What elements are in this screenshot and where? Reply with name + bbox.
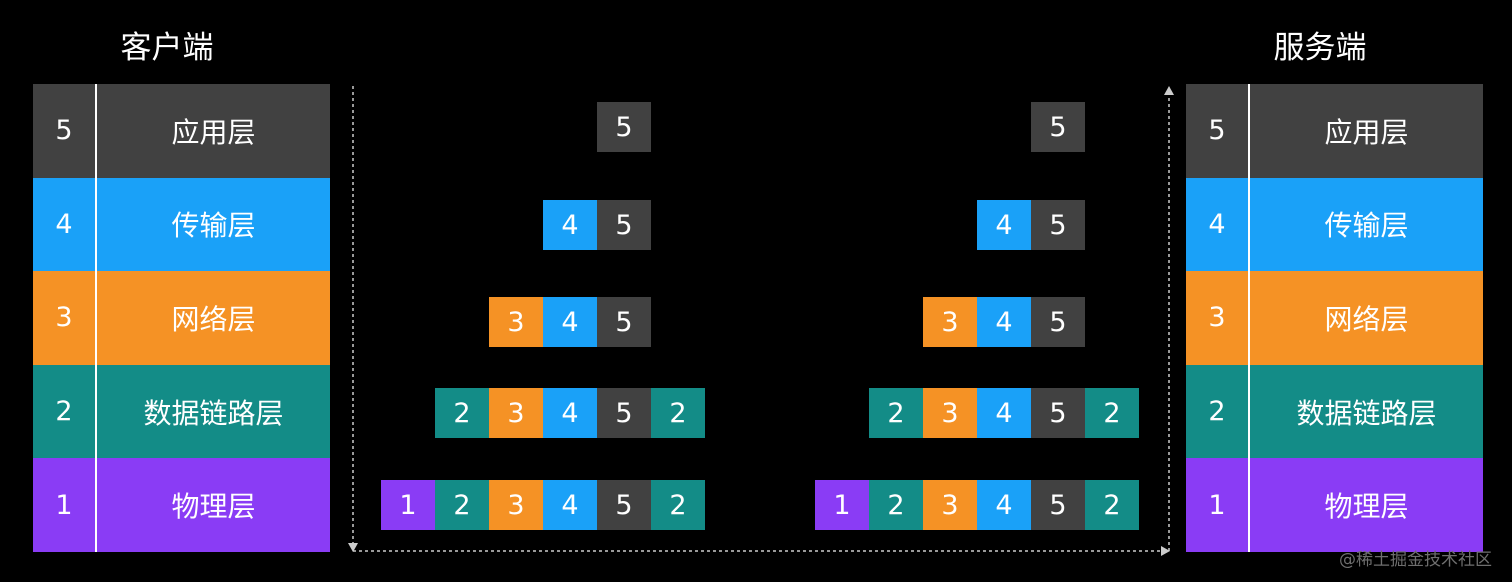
watermark: @稀土掘金技术社区: [1339, 550, 1492, 570]
layer-name: 应用层: [171, 115, 256, 149]
flow-down-arrowhead: [348, 543, 358, 552]
layer-name: 物理层: [171, 490, 256, 524]
layer-number: 3: [1208, 302, 1226, 334]
header-cell-layer-2: 2: [1085, 480, 1139, 530]
flow-up-arrowhead: [1164, 86, 1174, 95]
header-cell-layer-3: 3: [923, 388, 977, 438]
layer-number: 2: [1208, 396, 1226, 428]
header-cell-layer-5: 5: [1031, 297, 1085, 347]
header-cell-layer-5: 5: [597, 388, 651, 438]
client-layer-stack: 5 应用层 4 传输层 3 网络层 2 数据链路层 1 物理层: [33, 84, 330, 552]
layer-name: 网络层: [1324, 302, 1409, 336]
layer-number: 2: [55, 396, 73, 428]
server-stack-divider: [1248, 84, 1250, 552]
header-cell-layer-5: 5: [1031, 200, 1085, 250]
server-layer-1: 1 物理层: [1186, 458, 1483, 552]
header-cell-layer-4: 4: [977, 200, 1031, 250]
header-cell-layer-5: 5: [1031, 102, 1085, 152]
header-cell-layer-5: 5: [1031, 480, 1085, 530]
client-layer-1: 1 物理层: [33, 458, 330, 552]
server-title: 服务端: [1273, 30, 1367, 66]
server-layer-2: 2 数据链路层: [1186, 364, 1483, 459]
layer-number: 4: [1208, 208, 1226, 240]
layer-name: 网络层: [171, 302, 256, 336]
header-cell-layer-4: 4: [543, 388, 597, 438]
header-cell-layer-4: 4: [543, 200, 597, 250]
header-cell-layer-3: 3: [923, 480, 977, 530]
header-cell-layer-3: 3: [923, 297, 977, 347]
header-cell-layer-5: 5: [597, 102, 651, 152]
header-cell-layer-2: 2: [435, 480, 489, 530]
layer-number: 1: [55, 489, 73, 521]
header-cell-layer-4: 4: [543, 480, 597, 530]
client-layer-3: 3 网络层: [33, 271, 330, 365]
client-packet-row-1: 5: [597, 102, 651, 152]
header-cell-layer-4: 4: [543, 297, 597, 347]
server-layer-4: 4 传输层: [1186, 177, 1483, 272]
server-packet-row-1: 5: [1031, 102, 1085, 152]
layer-number: 5: [55, 115, 73, 147]
layer-name: 传输层: [171, 209, 256, 243]
flow-across-arrowhead: [1161, 546, 1170, 556]
header-cell-layer-2: 2: [869, 388, 923, 438]
layer-name: 数据链路层: [1296, 396, 1437, 430]
client-layer-5: 5 应用层: [33, 84, 330, 178]
header-cell-layer-1: 1: [381, 480, 435, 530]
header-cell-layer-5: 5: [597, 297, 651, 347]
client-title: 客户端: [120, 30, 214, 66]
layer-name: 物理层: [1324, 490, 1409, 524]
header-cell-layer-3: 3: [489, 388, 543, 438]
server-layer-3: 3 网络层: [1186, 271, 1483, 365]
header-cell-layer-2: 2: [1085, 388, 1139, 438]
layer-number: 1: [1208, 489, 1226, 521]
layer-name: 数据链路层: [143, 396, 284, 430]
header-cell-layer-3: 3: [489, 480, 543, 530]
header-cell-layer-5: 5: [597, 480, 651, 530]
layer-number: 3: [55, 302, 73, 334]
layer-number: 4: [55, 208, 73, 240]
layer-number: 5: [1208, 115, 1226, 147]
header-cell-layer-3: 3: [489, 297, 543, 347]
header-cell-layer-2: 2: [869, 480, 923, 530]
client-layer-4: 4 传输层: [33, 177, 330, 272]
header-cell-layer-5: 5: [1031, 388, 1085, 438]
client-layer-2: 2 数据链路层: [33, 364, 330, 459]
layer-name: 传输层: [1324, 209, 1409, 243]
header-cell-layer-2: 2: [435, 388, 489, 438]
client-stack-divider: [95, 84, 97, 552]
server-layer-5: 5 应用层: [1186, 84, 1483, 178]
header-cell-layer-4: 4: [977, 480, 1031, 530]
layer-name: 应用层: [1324, 115, 1409, 149]
header-cell-layer-2: 2: [651, 388, 705, 438]
header-cell-layer-4: 4: [977, 388, 1031, 438]
header-cell-layer-4: 4: [977, 297, 1031, 347]
header-cell-layer-5: 5: [597, 200, 651, 250]
header-cell-layer-1: 1: [815, 480, 869, 530]
server-layer-stack: 5 应用层 4 传输层 3 网络层 2 数据链路层 1 物理层: [1186, 84, 1483, 552]
header-cell-layer-2: 2: [651, 480, 705, 530]
